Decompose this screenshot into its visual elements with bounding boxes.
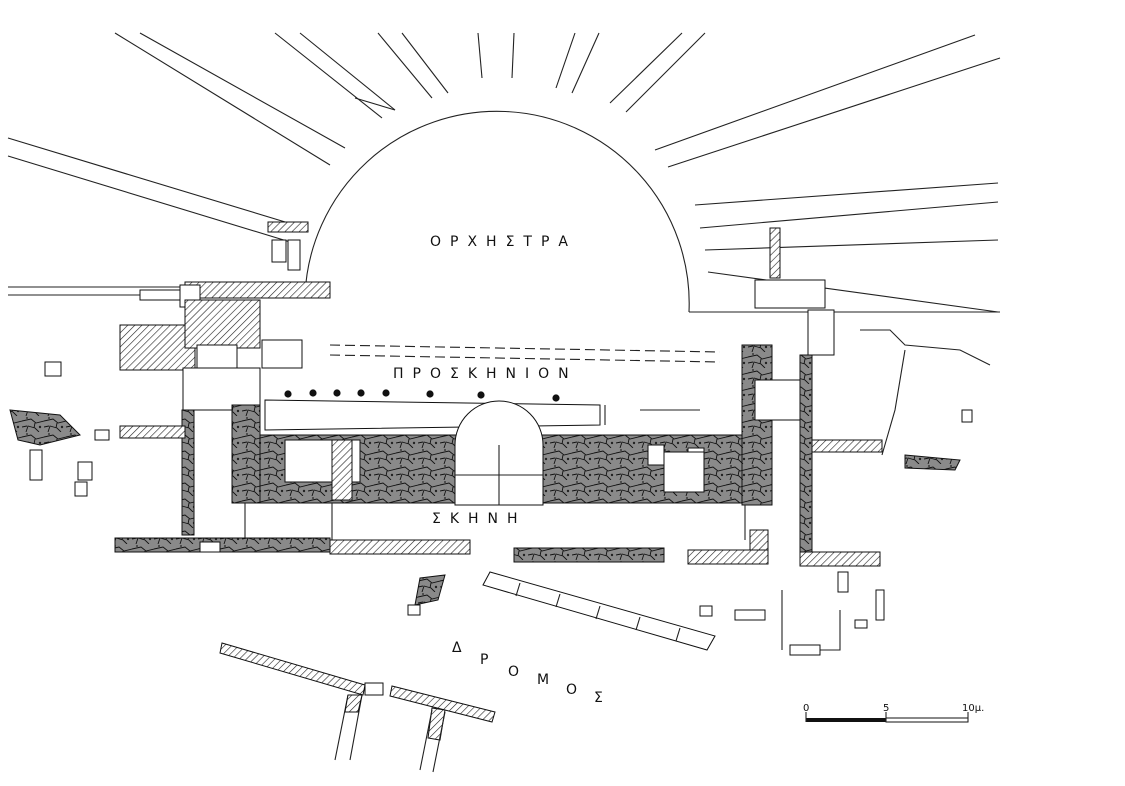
scale-tick-10: 10μ. [962,703,984,714]
label-proskenion: ΠΡΟΣΚΗΝΙΟΝ [393,366,578,382]
label-skene: ΣΚΗΝΗ [432,511,527,527]
orchestra-circle [304,110,690,313]
scale-bar-filled [806,718,886,722]
dromos-letter: Σ [594,690,603,706]
label-dromos: Δ Ρ Ο Μ Ο Σ [452,640,603,706]
right-parodos-remains [754,227,991,471]
radiating-stairways [7,32,1001,313]
scale-tick-0: 0 [803,703,809,714]
skene-south-wall [114,529,881,567]
south-entrance [219,642,496,773]
dromos-letter: Ο [508,664,519,680]
scale-bar-open [885,717,969,723]
scale-tick-5: 5 [883,703,889,714]
dromos-letter: Ο [566,682,577,698]
dromos-letter: Δ [452,640,462,656]
proskenion-columns [284,389,560,402]
scale-bar: 0 5 10μ. [803,703,984,723]
cavea [7,32,1001,313]
dromos-letter: Ρ [480,652,488,668]
dromos-letter: Μ [537,672,549,688]
left-parodos-remains [9,221,331,497]
label-orchestra: ΟΡΧΗΣΤΡΑ [430,234,577,250]
dromos-debris [407,571,885,656]
skene-building [119,299,883,561]
